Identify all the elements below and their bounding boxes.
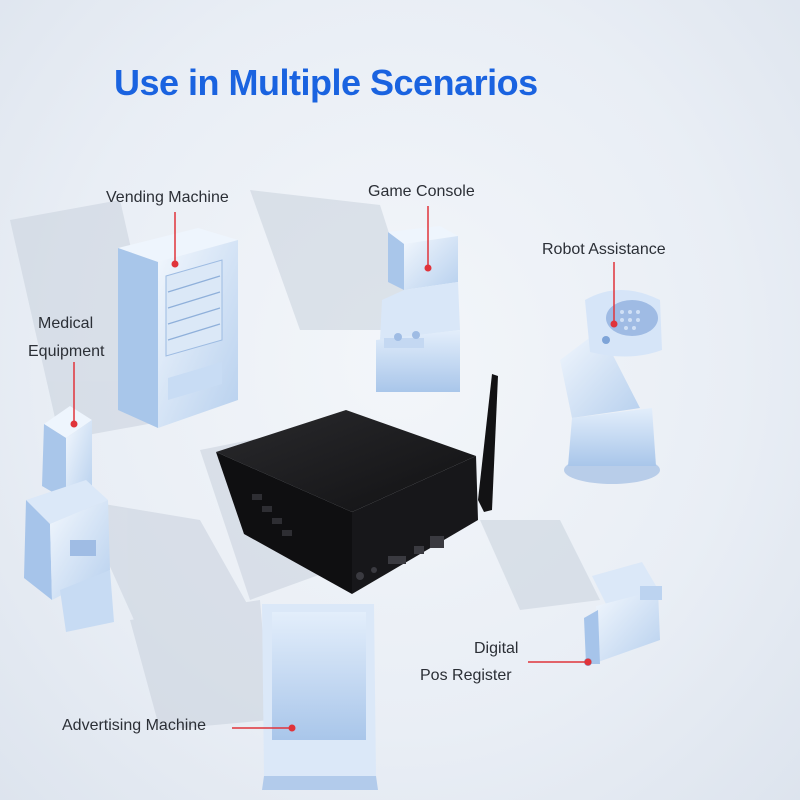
tv-box-device	[216, 410, 478, 594]
label-advertising-machine: Advertising Machine	[62, 717, 207, 734]
arcade-console-model	[376, 226, 460, 392]
label-robot-assistance: Robot Assistance	[542, 241, 666, 258]
label-medical-line2: Equipment	[28, 343, 105, 360]
label-game-console: Game Console	[368, 183, 475, 200]
label-pos-line2: Pos Register	[420, 667, 512, 684]
vending-machine-model	[118, 228, 238, 428]
advertising-kiosk-model	[262, 604, 378, 790]
robot-model	[560, 290, 662, 484]
pos-register-model	[584, 562, 662, 666]
label-pos-line1: Digital	[474, 640, 519, 657]
antenna	[478, 374, 498, 512]
label-medical-line1: Medical	[38, 315, 94, 332]
page-title: Use in Multiple Scenarios	[114, 62, 538, 103]
medical-equipment-model	[24, 406, 114, 632]
pointers	[70, 206, 618, 732]
label-vending-machine: Vending Machine	[106, 189, 229, 206]
